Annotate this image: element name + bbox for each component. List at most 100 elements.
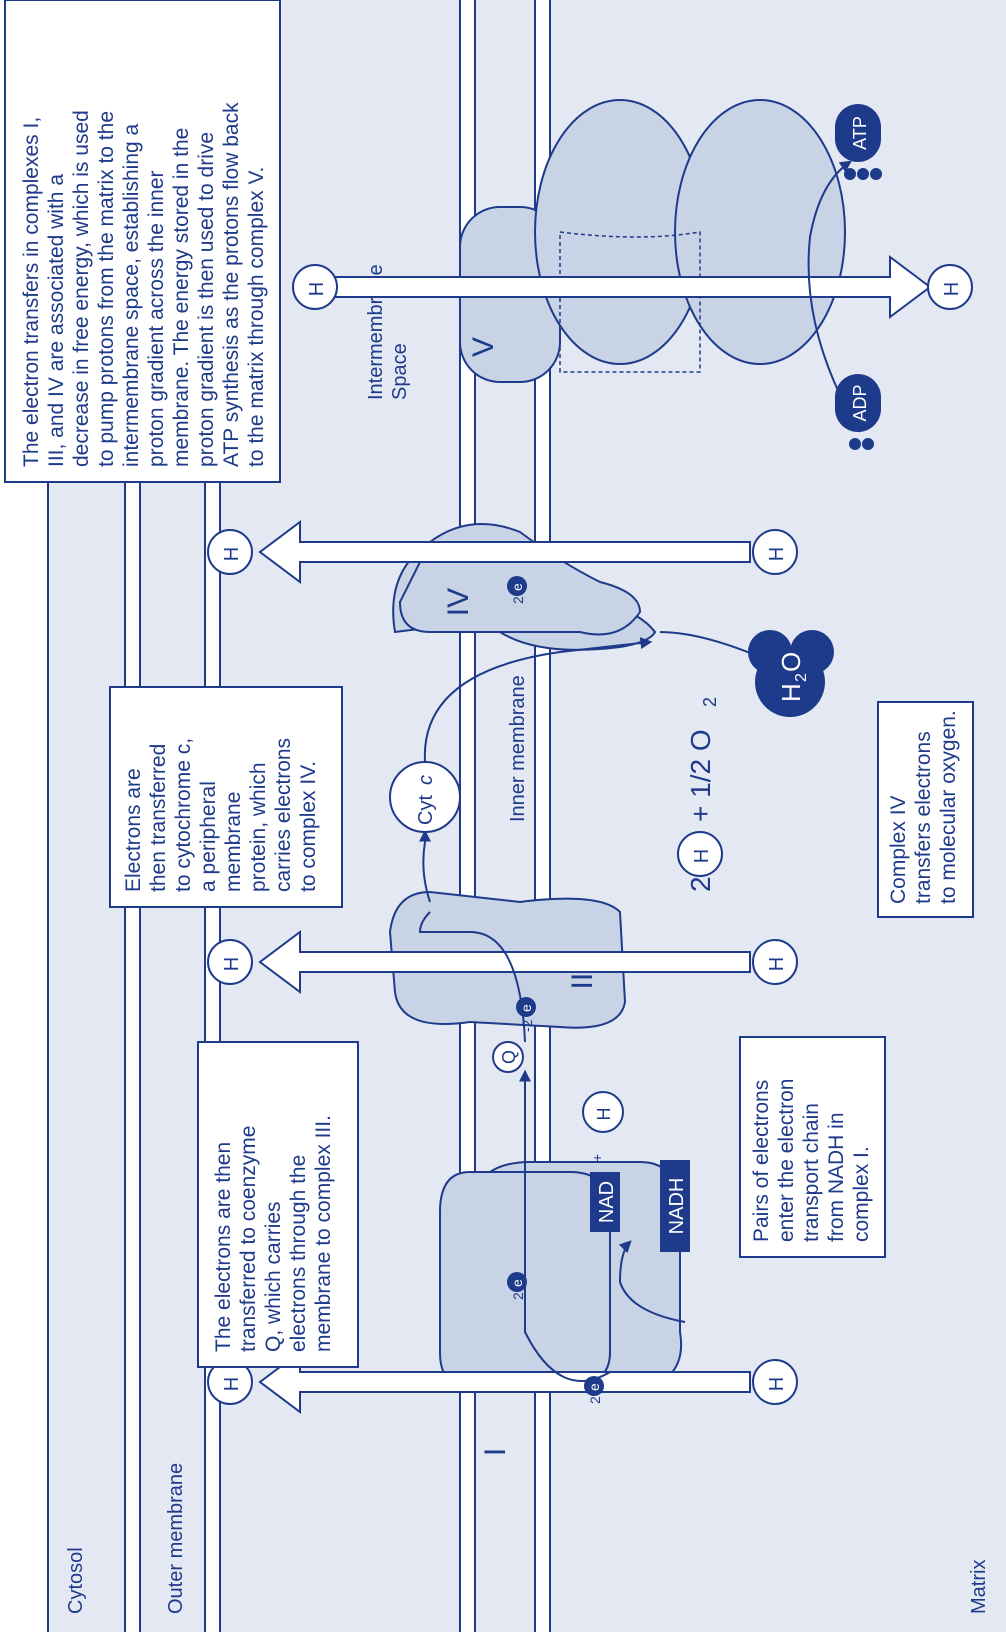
oxygen-eq-proton-circle <box>677 831 723 877</box>
electron-pair-complex-i-upper: 2 e <box>507 1272 527 1300</box>
electron-dot-1 <box>584 1376 604 1396</box>
oxygen-eq-two: 2 <box>685 876 716 892</box>
note-coenzyme-q-line-3: Q, which carries <box>262 1201 285 1352</box>
proton-arrow-complex-v <box>329 255 932 319</box>
complex-iv-label: IV <box>442 588 475 616</box>
electron-dot-3 <box>507 576 527 596</box>
proton-arrow-complex-iii <box>258 930 751 994</box>
note-proton-gradient: The electron transfers in complexes I, I… <box>4 0 281 483</box>
water-o: O <box>776 652 806 672</box>
note-proton-gradient-line-10: to the matrix through complex V. <box>245 167 268 467</box>
proton-text-i-top: H <box>221 1377 243 1391</box>
note-coenzyme-q-line-5: membrane to complex III. <box>312 1115 335 1352</box>
note-cytochrome-line-7: carries electrons <box>272 738 295 892</box>
oxygen-eq-sub: 2 <box>700 697 720 707</box>
atp-pill <box>835 104 881 162</box>
atp-label: ATP <box>850 116 870 150</box>
note-cytochrome-box <box>109 686 343 908</box>
oxygen-eq-proton-text: H <box>691 849 713 863</box>
coenzyme-q-electron-symbol: e <box>518 1004 534 1012</box>
electron-path-to-iv <box>423 637 653 763</box>
water-h: H <box>776 683 806 702</box>
note-nadh-entry-line-5: complex I. <box>850 1146 873 1242</box>
electron-path-to-cyt-c <box>419 829 431 903</box>
note-nadh-entry-box <box>739 1036 886 1258</box>
proton-text-v-top: H <box>306 282 328 296</box>
note-cytochrome-line-8: to complex IV. <box>297 761 320 892</box>
note-cytochrome-line-4: a peripheral <box>197 781 220 892</box>
note-proton-gradient-line-1: The electron transfers in complexes I, <box>20 117 43 467</box>
water-lobe-2 <box>790 630 834 674</box>
intermembrane-label-line-2: Space <box>389 343 411 400</box>
electron-symbol-1: e <box>586 1383 602 1391</box>
electron-pair-complex-i-lower: 2 e <box>584 1376 604 1404</box>
proton-text-iv-top: H <box>221 547 243 561</box>
note-coenzyme-q-line-1: The electrons are then <box>212 1142 235 1352</box>
matrix-label: Matrix <box>968 1560 990 1614</box>
note-proton-gradient-line-4: to pump protons from the matrix to the <box>95 111 118 467</box>
proton-circle-v-top <box>292 264 338 310</box>
proton-circle-i-bottom <box>752 1359 798 1405</box>
note-complex-iv-line-2: transfers electrons <box>912 731 935 904</box>
note-complex-iv-line-1: Complex IV <box>887 795 910 904</box>
nadh-oxidation-arrow <box>618 1240 686 1323</box>
electron-dot-2 <box>507 1272 527 1292</box>
note-proton-gradient-line-7: membrane. The energy stored in the <box>170 128 193 467</box>
adp-phosphate-1 <box>849 438 861 450</box>
complex-v-stalk <box>559 231 701 373</box>
note-nadh-entry-line-2: enter the electron <box>775 1079 798 1242</box>
note-proton-gradient-line-6: proton gradient across the inner <box>145 170 168 467</box>
proton-circle-v-bottom <box>927 264 973 310</box>
note-cytochrome-line-5: membrane <box>222 792 245 892</box>
note-cytochrome-line-6: protein, which <box>247 762 270 892</box>
note-cytochrome-line-2: then transferred <box>147 744 170 892</box>
note-proton-gradient-line-5: intermembrane space, establishing a <box>120 123 143 467</box>
note-coenzyme-q-line-4: electrons through the <box>287 1155 310 1352</box>
proton-text-v-bottom: H <box>941 282 963 296</box>
coenzyme-q-circle <box>492 1041 524 1073</box>
cyt-c-circle <box>389 761 461 833</box>
electron-path-to-water <box>659 631 763 659</box>
adp-phosphate-2 <box>862 438 874 450</box>
proton-text-i-bottom: H <box>766 1377 788 1391</box>
complex-v-label: V <box>467 337 500 357</box>
nadh-box <box>660 1160 690 1252</box>
adp-label: ADP <box>850 384 870 421</box>
nad-proton-text: H <box>594 1108 614 1121</box>
electron-symbol-2: e <box>509 1279 525 1287</box>
note-complex-iv-line-3: to molecular oxygen. <box>937 710 960 904</box>
note-proton-gradient-line-9: ATP synthesis as the protons flow back <box>220 102 243 467</box>
note-cytochrome-line-3: to cytochrome c, <box>172 738 195 892</box>
water-2: 2 <box>793 673 810 682</box>
nadh-label: NADH <box>666 1178 688 1235</box>
electron-count-3: 2 <box>510 596 526 604</box>
note-nadh-entry: Pairs of electrons enter the electron tr… <box>739 1036 886 1258</box>
atp-phosphate-2 <box>857 168 869 180</box>
note-coenzyme-q: The electrons are then transferred to co… <box>197 1041 359 1368</box>
note-cytochrome-line-1: Electrons are <box>122 768 145 892</box>
nad-proton-circle <box>582 1091 624 1133</box>
note-proton-gradient-line-8: proton gradient is then used to drive <box>195 132 218 467</box>
adp-to-atp-arrow <box>807 160 861 433</box>
coenzyme-q-electron-dot <box>516 997 536 1017</box>
note-complex-iv-box <box>877 701 974 918</box>
proton-arrow-complex-iv <box>258 520 751 584</box>
note-cytochrome: Electrons are then transferred to cytoch… <box>109 686 343 908</box>
proton-text-iii-top: H <box>221 957 243 971</box>
electron-count-1: 2 <box>587 1396 603 1404</box>
proton-text-iii-bottom: H <box>766 957 788 971</box>
nad-label: NAD <box>596 1181 618 1223</box>
proton-circle-iii-top <box>207 939 253 985</box>
proton-circle-iii-bottom <box>752 939 798 985</box>
note-nadh-entry-line-4: from NADH in <box>825 1112 848 1242</box>
proton-circle-iv-top <box>207 529 253 575</box>
outer-membrane-label: Outer membrane <box>165 1463 187 1614</box>
adp-pill <box>835 374 881 432</box>
atp-phosphate-3 <box>870 168 882 180</box>
complex-i-label: I <box>479 1448 512 1456</box>
intermembrane-label-line-1: Intermembrane <box>365 264 387 400</box>
proton-circle-iv-bottom <box>752 529 798 575</box>
note-proton-gradient-line-3: decrease in free energy, which is used <box>70 110 93 467</box>
